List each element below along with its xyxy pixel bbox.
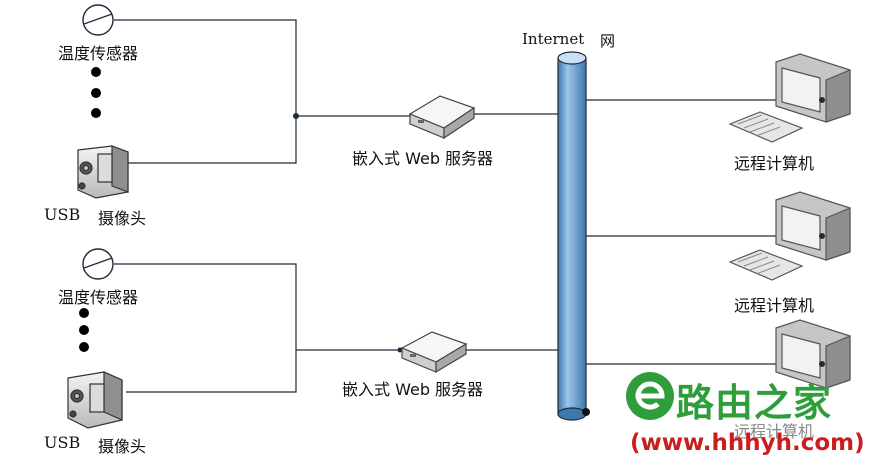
camera-label: 摄像头 (98, 437, 147, 456)
camera-usb-label: USB (44, 205, 81, 224)
server-label: 嵌入式 Web 服务器 (352, 149, 494, 168)
internet-label: Internet (522, 30, 585, 48)
watermark-logo-icon (626, 372, 674, 420)
sensor-label: 温度传感器 (58, 288, 139, 307)
camera-usb-label: USB (44, 433, 81, 452)
camera-icon (67, 371, 123, 429)
group2-wiring (114, 263, 558, 393)
camera-label: 摄像头 (98, 209, 147, 228)
internet-label-cn: 网 (600, 32, 616, 50)
watermark-brand: 路由之家 (676, 381, 833, 425)
server-icon (408, 95, 476, 140)
server-icon (400, 331, 468, 374)
group1-wiring (114, 19, 558, 164)
computer-label: 远程计算机 (734, 296, 815, 315)
junction-dot (397, 347, 403, 353)
sensor-label: 温度传感器 (58, 44, 139, 63)
computer-icon (775, 319, 851, 389)
computer-icon (728, 191, 851, 281)
camera-icon (77, 145, 129, 199)
temperature-sensor-icon (82, 248, 114, 280)
junction-dot (293, 113, 299, 119)
computer-icon (728, 53, 851, 143)
computer-label: 远程计算机 (734, 422, 815, 441)
ellipsis-dots (79, 308, 89, 352)
server-label: 嵌入式 Web 服务器 (342, 380, 484, 399)
ellipsis-dots (91, 67, 101, 118)
internet-pipe (557, 51, 590, 421)
computer-label: 远程计算机 (734, 154, 815, 173)
watermark-url: (www.hhhyh.com) (630, 430, 865, 456)
temperature-sensor-icon (82, 4, 114, 36)
